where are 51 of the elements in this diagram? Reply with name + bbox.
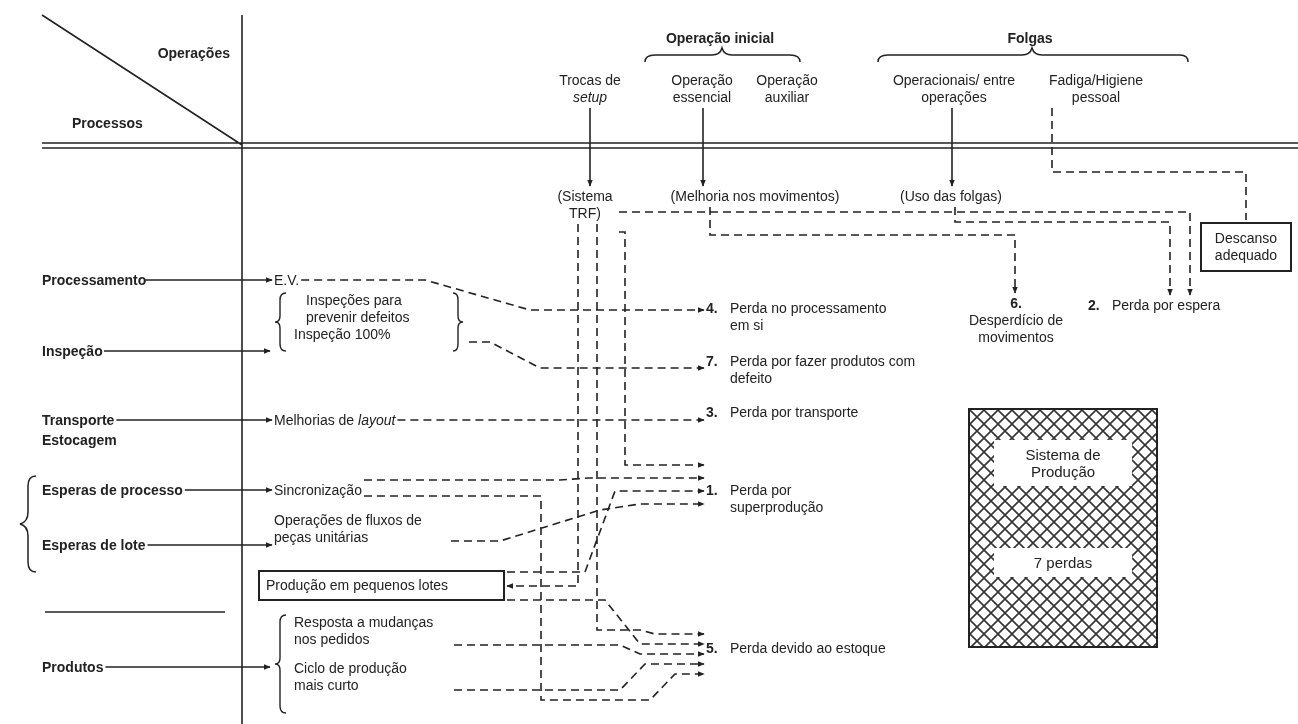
arrow (587, 107, 593, 187)
arrow (143, 277, 273, 283)
dashed-arrow (363, 475, 705, 481)
process-label: Produtos (42, 659, 104, 676)
arrow (103, 348, 271, 354)
dashed-line (1051, 107, 1247, 221)
hatched-box (968, 408, 1158, 648)
arrow (104, 664, 271, 670)
dashed-arrow (468, 341, 705, 371)
process-label: Inspeção (42, 343, 102, 360)
dashed-arrow (954, 206, 1173, 296)
arrow (146, 542, 273, 548)
system-title: Sistema de Produção (994, 440, 1132, 486)
improvement-label: Resposta a mudanças nos pedidos (294, 614, 434, 648)
improvement-label: Melhorias de layout (274, 412, 396, 429)
process-label: Transporte (42, 412, 115, 429)
system-subtitle: 7 perdas (994, 548, 1132, 577)
dashed-arrow (363, 495, 705, 701)
dashed-arrow (506, 488, 705, 573)
arrow (949, 107, 955, 187)
dashed-arrow (453, 644, 705, 657)
operation-label: (Uso das folgas) (900, 188, 1002, 205)
dashed-arrow (450, 501, 705, 542)
axis-heading: Processos (72, 115, 144, 132)
operation-label: (Melhoria nos movimentos) (670, 188, 840, 205)
dashed-arrow (506, 223, 579, 589)
improvement-label: Sincronização (274, 482, 362, 499)
process-label: Esperas de processo (42, 482, 183, 499)
process-box: Produção em pequenos lotes (258, 570, 505, 601)
dashed-arrow (453, 661, 705, 691)
loss-label: Perda devido ao estoque (730, 640, 886, 657)
improvement-label: Inspeções para prevenir defeitos (306, 292, 411, 326)
improvement-label: Inspeção 100% (294, 326, 392, 343)
dashed-arrow (300, 279, 705, 313)
dashed-arrow (709, 206, 1018, 294)
column-heading: Operação inicial (664, 30, 776, 47)
improvement-label: Ciclo de produção mais curto (294, 660, 408, 694)
dashed-arrow (618, 211, 1193, 296)
arrow (115, 417, 273, 423)
column-heading: Folgas (1006, 30, 1054, 47)
arrow (700, 107, 706, 187)
column-heading: Operação auxiliar (755, 72, 819, 106)
dashed-arrow (618, 231, 705, 468)
dashed-arrow (596, 223, 705, 637)
axis-heading: Operações (156, 45, 230, 62)
process-box: Descanso adequado (1200, 222, 1292, 272)
arrow (184, 487, 273, 493)
dashed-arrow (506, 599, 705, 647)
process-label: Estocagem (42, 432, 118, 449)
process-label: Esperas de lote (42, 537, 146, 554)
dashed-arrow (396, 417, 705, 423)
